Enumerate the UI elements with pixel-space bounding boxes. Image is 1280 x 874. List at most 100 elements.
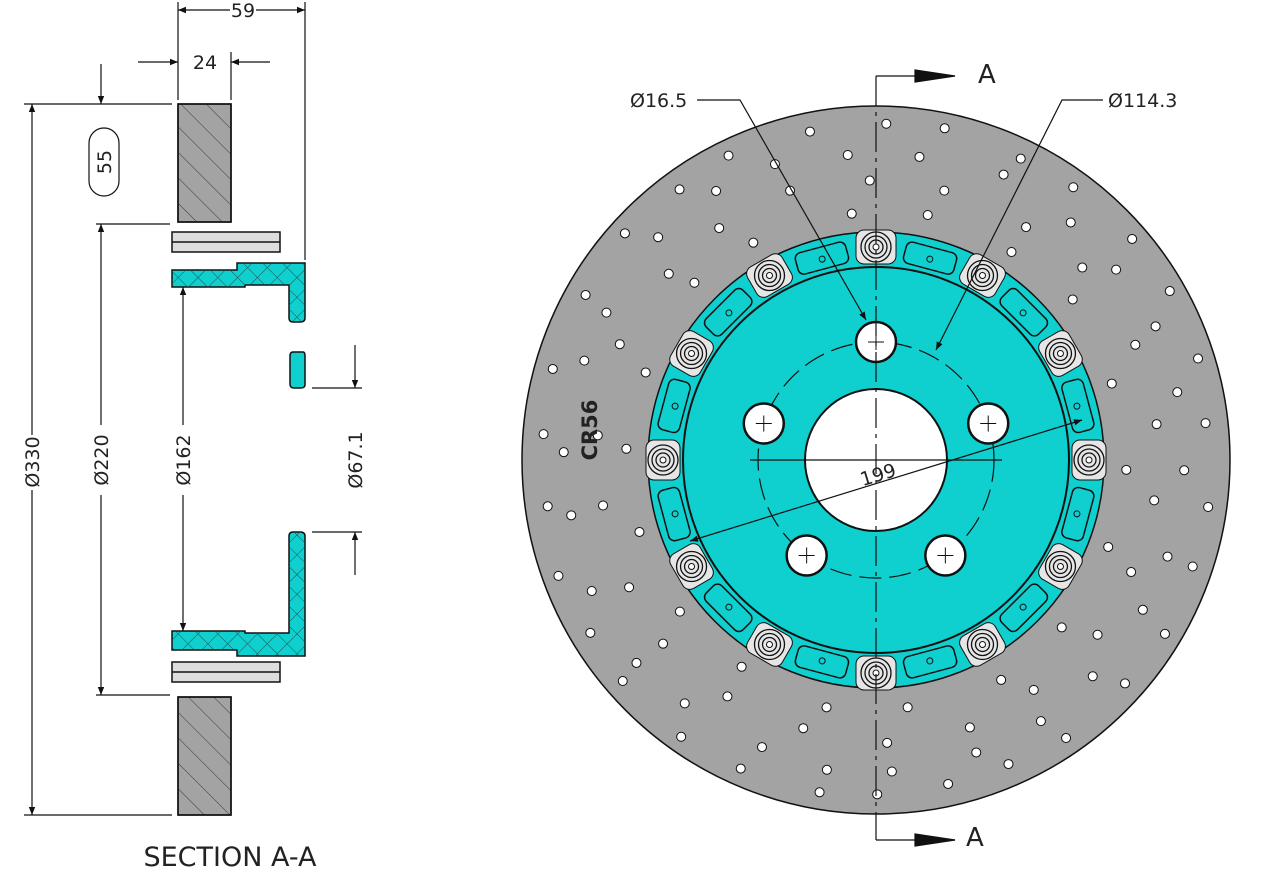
drill-hole (1111, 264, 1122, 275)
drill-hole (1003, 759, 1014, 770)
floating-bolts (645, 229, 1107, 691)
bell-pocket (999, 583, 1049, 633)
bell-pockets (657, 241, 1095, 679)
drill-hole (1106, 378, 1117, 389)
bolt-icon (1071, 439, 1107, 481)
bell-pocket (703, 287, 753, 337)
drill-hole (1065, 217, 1076, 228)
drill-hole (1137, 604, 1148, 615)
drill-hole (1077, 262, 1088, 273)
drill-hole (674, 184, 685, 195)
drill-hole (1127, 233, 1138, 244)
drill-hole (785, 185, 796, 196)
drill-hole (1159, 628, 1170, 639)
dim-330: Ø330 (22, 436, 44, 487)
drill-hole (585, 627, 596, 638)
bolt-icon (959, 622, 1006, 667)
drill-hole (640, 367, 651, 378)
bell-pocket (657, 486, 691, 542)
drill-hole (943, 778, 954, 789)
drill-hole (798, 723, 809, 734)
drill-hole (881, 118, 892, 129)
drill-hole (676, 731, 687, 742)
drill-hole (922, 209, 933, 220)
drill-hole (1203, 502, 1214, 513)
drill-hole (882, 737, 893, 748)
section-dimensions (24, 2, 362, 816)
drill-hole (1092, 629, 1103, 640)
drill-hole (1193, 353, 1204, 364)
drill-hole (1164, 286, 1175, 297)
drill-hole (1006, 246, 1017, 257)
bell-section-lip (289, 351, 306, 389)
drill-hole (547, 363, 558, 374)
drill-hole (598, 500, 609, 511)
drill-hole (842, 150, 853, 161)
drill-hole (756, 742, 767, 753)
drill-hole (886, 766, 897, 777)
drill-hole (722, 691, 733, 702)
drill-hole (1021, 222, 1032, 233)
drill-hole (689, 277, 700, 288)
bell-pocket (703, 583, 753, 633)
drill-hole (914, 151, 925, 162)
drill-hole (723, 150, 734, 161)
dim-220: Ø220 (91, 434, 113, 485)
drill-hole (1035, 716, 1046, 727)
dim-67-1: Ø67.1 (345, 431, 367, 488)
drill-hole (939, 123, 950, 134)
drill-hole (619, 228, 630, 239)
bell-pocket (902, 241, 958, 275)
bell-pocket (902, 645, 958, 679)
bell-pocket (1061, 378, 1095, 434)
drill-hole (1187, 561, 1198, 572)
drill-hole (538, 429, 549, 440)
bell-pocket (794, 645, 850, 679)
drill-hole (1162, 551, 1173, 562)
bolt-icon (645, 439, 681, 481)
bell-pocket (657, 378, 691, 434)
drill-hole (1103, 541, 1114, 552)
drill-hole (769, 159, 780, 170)
drill-hole (1120, 678, 1131, 689)
bolt-icon (746, 622, 793, 667)
drill-hole (996, 674, 1007, 685)
bolt-icon (1038, 330, 1083, 377)
bolt-icon (746, 253, 793, 298)
drill-holes (538, 118, 1214, 800)
drill-hole (1068, 182, 1079, 193)
drill-hole (1015, 153, 1026, 164)
drill-hole (804, 126, 815, 137)
drill-hole (674, 606, 685, 617)
drill-hole (748, 237, 759, 248)
drill-hole (592, 430, 603, 441)
drill-hole (558, 447, 569, 458)
part-code: CR56 (578, 400, 602, 461)
drill-hole (580, 289, 591, 300)
drill-hole (1056, 622, 1067, 633)
drill-hole (864, 175, 875, 186)
section-mark-top: A (978, 60, 996, 90)
drill-hole (1149, 495, 1160, 506)
drill-hole (1172, 387, 1183, 398)
drill-hole (631, 657, 642, 668)
drill-hole (814, 787, 825, 798)
drill-hole (998, 169, 1009, 180)
drill-hole (658, 638, 669, 649)
drill-hole (736, 661, 747, 672)
drill-hole (579, 355, 590, 366)
front-dimensions (689, 69, 1103, 847)
bolt-icon (669, 330, 714, 377)
drill-hole (679, 698, 690, 709)
drill-hole (663, 268, 674, 279)
drill-hole (1151, 419, 1162, 430)
drill-hole (653, 232, 664, 243)
drill-hole (902, 702, 913, 713)
drill-hole (586, 585, 597, 596)
bolt-icon (1038, 543, 1083, 590)
drill-hole (614, 339, 625, 350)
bolt-icon (855, 229, 897, 265)
front-view (521, 76, 1231, 840)
